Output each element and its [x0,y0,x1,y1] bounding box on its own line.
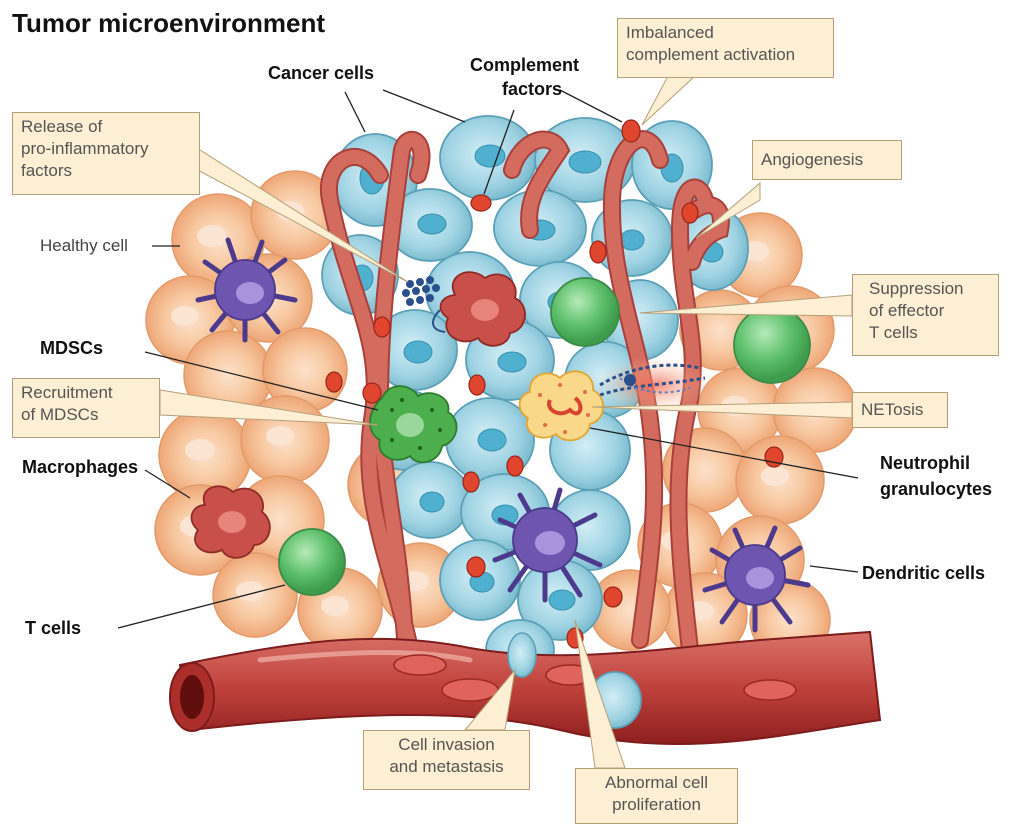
label-neutrophil-line1: Neutrophil [880,450,992,476]
callout-imbalanced-line1: Imbalanced [626,22,825,44]
callout-cell-invasion: Cell invasion and metastasis [363,730,530,790]
mdsc-cell [370,386,457,462]
callout-invasion-line1: Cell invasion [372,734,521,756]
label-t-cells: T cells [25,617,81,639]
callout-imbalanced-complement: Imbalanced complement activation [617,18,834,78]
callout-recruitment-line1: Recruitment [21,382,151,404]
callout-release-line3: factors [21,160,191,182]
callout-suppression-line1: Suppression [869,278,990,300]
callout-release-pro-inflammatory: Release of pro-inflammatory factors [12,112,200,195]
callout-abnormal-line2: proliferation [584,794,729,816]
blood-vessel [170,632,880,744]
callout-recruitment-mdscs: Recruitment of MDSCs [12,378,160,438]
callout-netosis: NETosis [852,392,948,428]
label-complement-factors: Complement factors [470,53,579,101]
label-complement-factors-line1: Complement [470,53,579,77]
label-neutrophil-line2: granulocytes [880,476,992,502]
callout-angiogenesis: Angiogenesis [752,140,902,180]
diagram-title: Tumor microenvironment [12,8,325,39]
label-complement-factors-line2: factors [470,77,579,101]
callout-recruitment-line2: of MDSCs [21,404,151,426]
callout-release-line1: Release of [21,116,191,138]
callout-invasion-line2: and metastasis [372,756,521,778]
callout-imbalanced-line2: complement activation [626,44,825,66]
callout-suppression-line3: T cells [869,322,990,344]
label-dendritic-cells: Dendritic cells [862,562,985,584]
callout-release-line2: pro-inflammatory [21,138,191,160]
callout-suppression-line2: of effector [869,300,990,322]
label-neutrophil-granulocytes: Neutrophil granulocytes [880,450,992,502]
callout-abnormal-line1: Abnormal cell [584,772,729,794]
callout-netosis-line1: NETosis [861,399,939,421]
label-healthy-cell: Healthy cell [40,236,128,256]
label-cancer-cells: Cancer cells [268,62,374,84]
callout-angiogenesis-line1: Angiogenesis [761,149,893,171]
label-macrophages: Macrophages [22,456,138,478]
callout-abnormal-proliferation: Abnormal cell proliferation [575,768,738,824]
callout-suppression-effector: Suppression of effector T cells [852,274,999,356]
label-mdscs: MDSCs [40,337,103,359]
